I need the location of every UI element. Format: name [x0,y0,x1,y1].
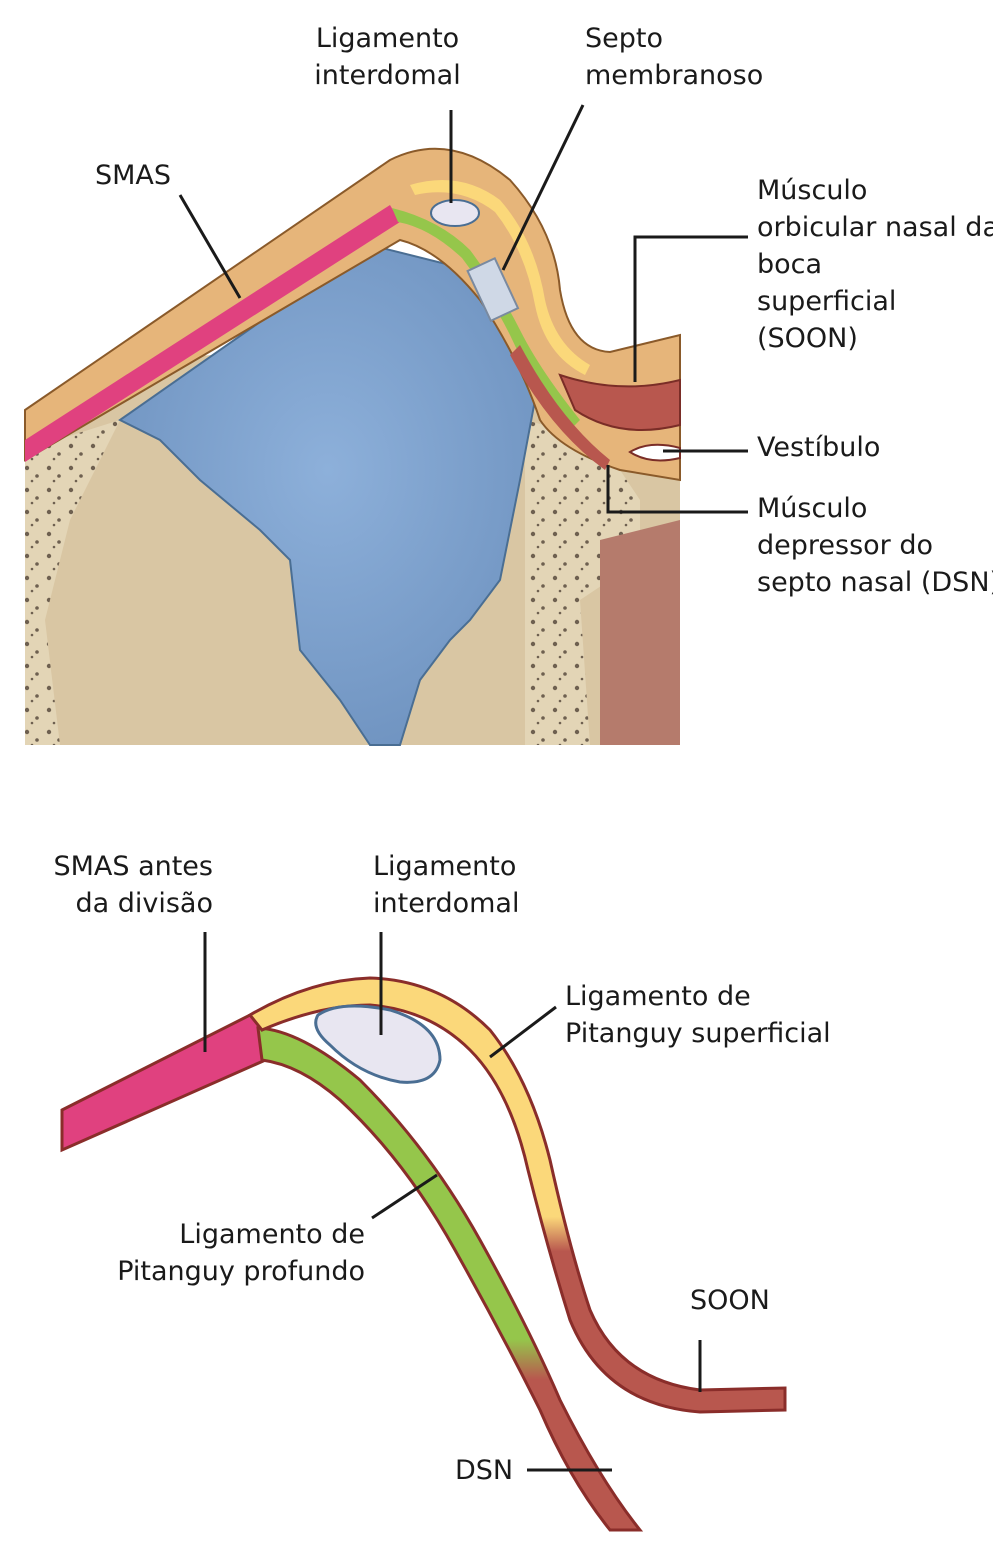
label-smas-antes: SMAS antes da divisão [53,851,213,919]
label-soon: SOON [690,1285,770,1316]
label-musculo-orbicular: Músculo orbicular nasal da boca superfic… [757,175,993,354]
label-pitanguy-profundo: Ligamento de Pitanguy profundo [117,1219,365,1287]
leader-septo [501,104,585,271]
leader-pitanguy-superficial [489,1005,557,1059]
leader-pitanguy-profundo [371,1173,438,1220]
label-dsn: DSN [455,1455,514,1486]
label-smas: SMAS [95,160,172,191]
soon-muscle-top [558,373,681,431]
label-septo-membranoso: Septo membranoso [585,23,764,91]
vestibule [628,443,681,462]
superficial-ligament-top [410,180,590,375]
cancellous-bone-left [25,420,120,745]
label-vestibulo: Vestíbulo [757,432,881,463]
bottom-illustration [60,932,787,1532]
label-ligamento-interdomal-bottom: Ligamento interdomal [373,851,520,919]
label-pitanguy-superficial: Ligamento de Pitanguy superficial [565,981,831,1049]
smas-band [25,205,400,462]
membranous-septum [466,256,520,323]
cancellous-bone-right [525,420,640,745]
interdomal-ligament-top [430,199,480,227]
dsn-muscle-top [510,345,610,470]
leader-depressor [606,465,748,514]
deep-ligament-bottom [256,1026,644,1532]
label-musculo-depressor: Músculo depressor do septo nasal (DSN) [757,493,993,598]
lip-soft-tissue [600,520,680,745]
leader-orbicular [633,235,748,382]
label-ligamento-interdomal-top: Ligamento interdomal [314,23,461,91]
superficial-ligament-bottom [247,976,787,1414]
top-illustration [24,104,748,746]
smas-before-division [60,1007,272,1153]
leader-smas [178,194,242,299]
